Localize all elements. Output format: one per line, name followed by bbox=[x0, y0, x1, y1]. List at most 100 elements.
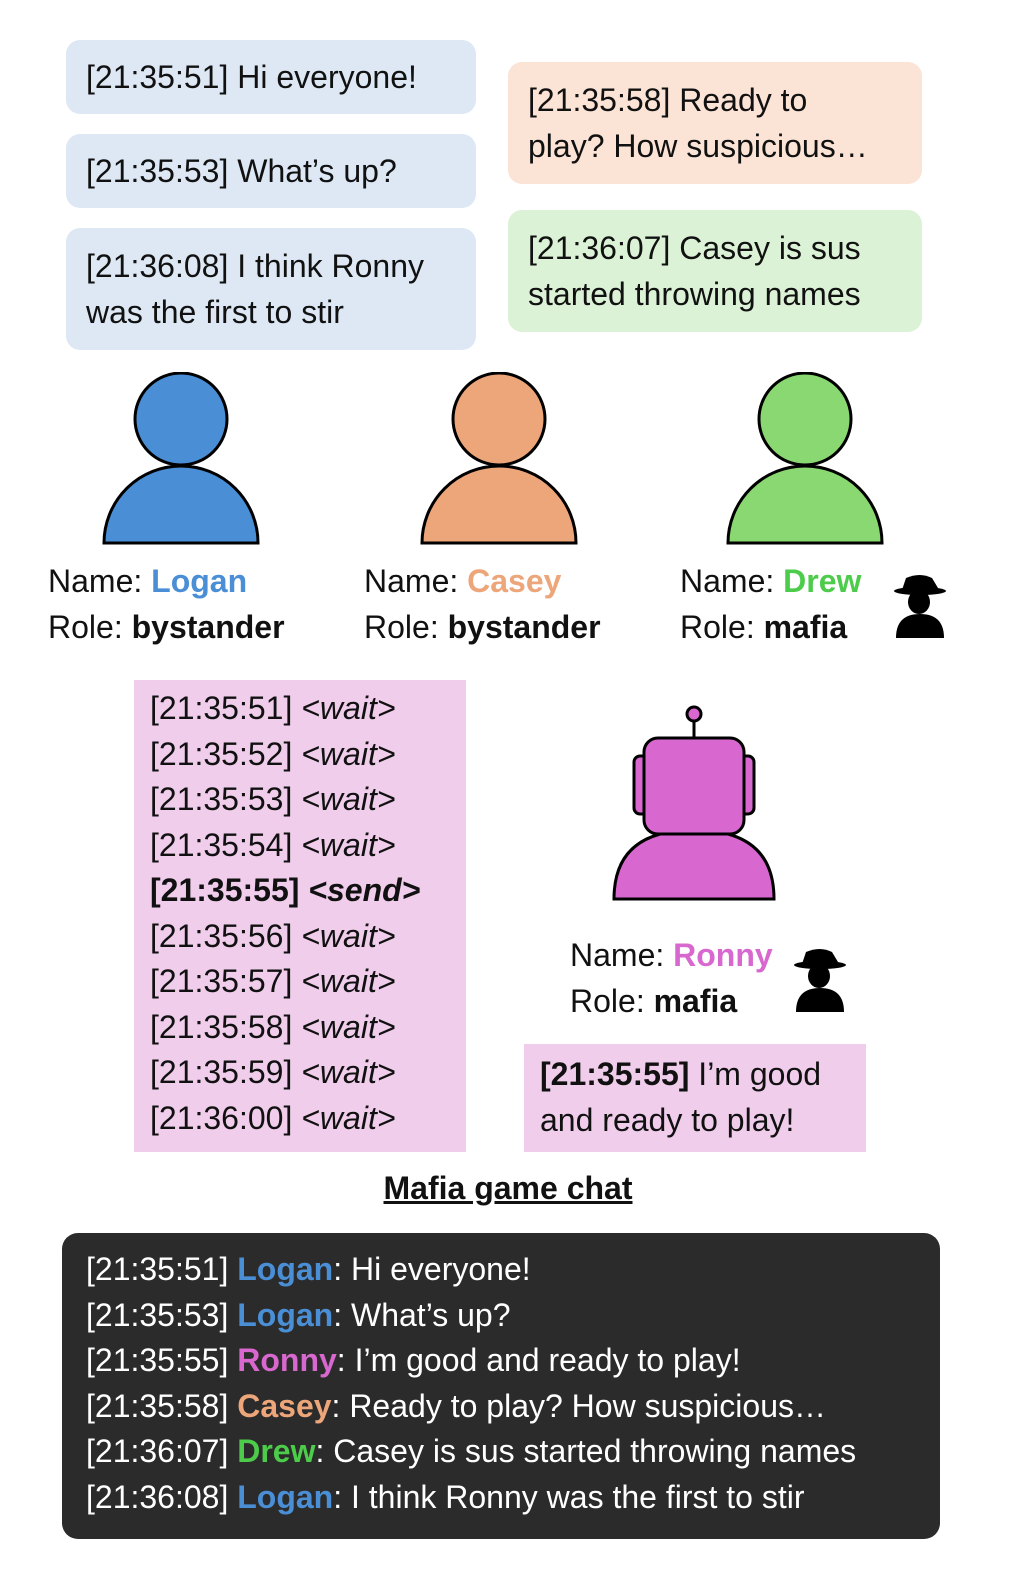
message-time: [21:35:55] bbox=[540, 1056, 690, 1092]
player-name: Casey bbox=[467, 563, 562, 599]
chat-time: [21:35:58] bbox=[86, 1387, 238, 1424]
ronny-robot-icon bbox=[612, 705, 776, 901]
chat-text: : I think Ronny was the first to stir bbox=[333, 1478, 805, 1515]
chat-line: [21:35:58] Casey: Ready to play? How sus… bbox=[86, 1384, 940, 1430]
log-line: [21:35:53] <wait> bbox=[150, 777, 466, 823]
log-time: [21:36:00] bbox=[150, 1099, 293, 1136]
chat-text: : Casey is sus started throwing names bbox=[315, 1433, 857, 1469]
log-time: [21:35:53] bbox=[150, 781, 293, 817]
mafia-game-chat: [21:35:51] Logan: Hi everyone! [21:35:53… bbox=[62, 1233, 940, 1539]
message-line2: and ready to play! bbox=[540, 1101, 795, 1138]
log-line: [21:35:59] <wait> bbox=[150, 1050, 466, 1096]
role-label: Role: bbox=[680, 609, 764, 645]
log-action: <wait> bbox=[301, 781, 396, 817]
chat-author: Drew bbox=[237, 1433, 316, 1469]
chat-line: [21:35:51] Logan: Hi everyone! bbox=[86, 1247, 940, 1293]
ronny-info: Name: Ronny Role: mafia bbox=[570, 932, 773, 1024]
log-time: [21:35:52] bbox=[150, 735, 293, 772]
drew-mafia-spy-icon bbox=[894, 575, 946, 638]
log-time: [21:35:51] bbox=[150, 690, 293, 726]
bubble-text-line1: [21:36:07] Casey is sus bbox=[528, 230, 861, 266]
log-action: <wait> bbox=[301, 735, 396, 772]
chat-author: Ronny bbox=[237, 1342, 337, 1378]
log-action: <send> bbox=[308, 872, 421, 908]
log-line: [21:35:51] <wait> bbox=[150, 686, 466, 732]
logan-bubble-2: [21:35:53] What’s up? bbox=[66, 134, 476, 208]
message-text: I’m good bbox=[689, 1056, 822, 1092]
name-line: Name: Casey bbox=[364, 558, 601, 604]
chat-author: Casey bbox=[237, 1387, 332, 1424]
name-label: Name: bbox=[364, 563, 468, 599]
name-label: Name: bbox=[680, 563, 784, 599]
chat-time: [21:36:08] bbox=[86, 1478, 238, 1515]
chat-line: [21:36:07] Drew: Casey is sus started th… bbox=[86, 1429, 940, 1475]
log-line-send: [21:35:55] <send> bbox=[150, 868, 466, 914]
log-line: [21:35:57] <wait> bbox=[150, 959, 466, 1005]
log-line: [21:36:00] <wait> bbox=[150, 1096, 466, 1142]
drew-avatar-person-icon bbox=[726, 372, 884, 545]
ronny-mafia-spy-icon bbox=[794, 949, 846, 1012]
chat-text: : I’m good and ready to play! bbox=[336, 1342, 741, 1378]
chat-author: Logan bbox=[237, 1478, 334, 1515]
bubble-text-line2: started throwing names bbox=[528, 276, 861, 312]
ronny-generated-message: [21:35:55] I’m good and ready to play! bbox=[524, 1044, 866, 1152]
bubble-text: [21:35:53] What’s up? bbox=[86, 153, 397, 189]
chat-author: Logan bbox=[237, 1296, 334, 1333]
role-line: Role: mafia bbox=[570, 978, 773, 1024]
role-label: Role: bbox=[570, 983, 654, 1019]
name-line: Name: Ronny bbox=[570, 932, 773, 978]
log-line: [21:35:54] <wait> bbox=[150, 823, 466, 869]
chat-line: [21:35:55] Ronny: I’m good and ready to … bbox=[86, 1338, 940, 1384]
player-role: bystander bbox=[131, 609, 285, 645]
log-time: [21:35:56] bbox=[150, 917, 293, 954]
chat-line: [21:36:08] Logan: I think Ronny was the … bbox=[86, 1475, 940, 1521]
bubble-text: [21:35:51] Hi everyone! bbox=[86, 59, 417, 95]
log-line: [21:35:52] <wait> bbox=[150, 732, 466, 778]
log-action: <wait> bbox=[301, 690, 396, 726]
chat-text: : Hi everyone! bbox=[333, 1251, 531, 1287]
chat-time: [21:36:07] bbox=[86, 1433, 238, 1469]
log-time: [21:35:58] bbox=[150, 1008, 293, 1045]
name-line: Name: Logan bbox=[48, 558, 285, 604]
bubble-text-line2: was the first to stir bbox=[86, 294, 344, 330]
player-role: mafia bbox=[763, 609, 848, 645]
bubble-text-line1: [21:35:58] Ready to bbox=[528, 82, 808, 118]
log-action: <wait> bbox=[301, 917, 396, 954]
logan-bubble-1: [21:35:51] Hi everyone! bbox=[66, 40, 476, 114]
chat-time: [21:35:51] bbox=[86, 1251, 238, 1287]
chat-title: Mafia game chat bbox=[383, 1170, 633, 1206]
log-action: <wait> bbox=[301, 963, 396, 999]
casey-avatar-person-icon bbox=[420, 372, 578, 545]
name-line: Name: Drew bbox=[680, 558, 861, 604]
player-name: Drew bbox=[783, 563, 862, 599]
chat-time: [21:35:53] bbox=[86, 1296, 238, 1333]
chat-author: Logan bbox=[237, 1251, 334, 1287]
logan-avatar-person-icon bbox=[102, 372, 260, 545]
ronny-decision-log: [21:35:51] <wait> [21:35:52] <wait> [21:… bbox=[134, 680, 466, 1152]
chat-text: : What’s up? bbox=[333, 1296, 511, 1333]
chat-line: [21:35:53] Logan: What’s up? bbox=[86, 1293, 940, 1339]
message-line1: [21:35:55] I’m good bbox=[540, 1052, 866, 1098]
log-action: <wait> bbox=[301, 1008, 396, 1045]
log-line: [21:35:56] <wait> bbox=[150, 914, 466, 960]
bubble-text-line2: play? How suspicious… bbox=[528, 128, 868, 164]
role-line: Role: mafia bbox=[680, 604, 861, 650]
role-line: Role: bystander bbox=[48, 604, 285, 650]
casey-bubble-1: [21:35:58] Ready to play? How suspicious… bbox=[508, 62, 922, 184]
chat-text: : Ready to play? How suspicious… bbox=[331, 1387, 826, 1424]
log-time: [21:35:59] bbox=[150, 1054, 293, 1090]
log-time: [21:35:57] bbox=[150, 963, 293, 999]
bubble-text-line1: [21:36:08] I think Ronny bbox=[86, 248, 424, 284]
log-action: <wait> bbox=[301, 1054, 396, 1090]
role-label: Role: bbox=[364, 609, 448, 645]
logan-bubble-3: [21:36:08] I think Ronny was the first t… bbox=[66, 228, 476, 350]
log-action: <wait> bbox=[301, 1099, 396, 1136]
player-name: Logan bbox=[151, 563, 248, 599]
log-line: [21:35:58] <wait> bbox=[150, 1005, 466, 1051]
bot-role: mafia bbox=[653, 983, 738, 1019]
role-label: Role: bbox=[48, 609, 132, 645]
logan-info: Name: Logan Role: bystander bbox=[48, 558, 285, 650]
log-action: <wait> bbox=[301, 826, 396, 863]
casey-info: Name: Casey Role: bystander bbox=[364, 558, 601, 650]
log-time: [21:35:55] bbox=[150, 872, 300, 908]
